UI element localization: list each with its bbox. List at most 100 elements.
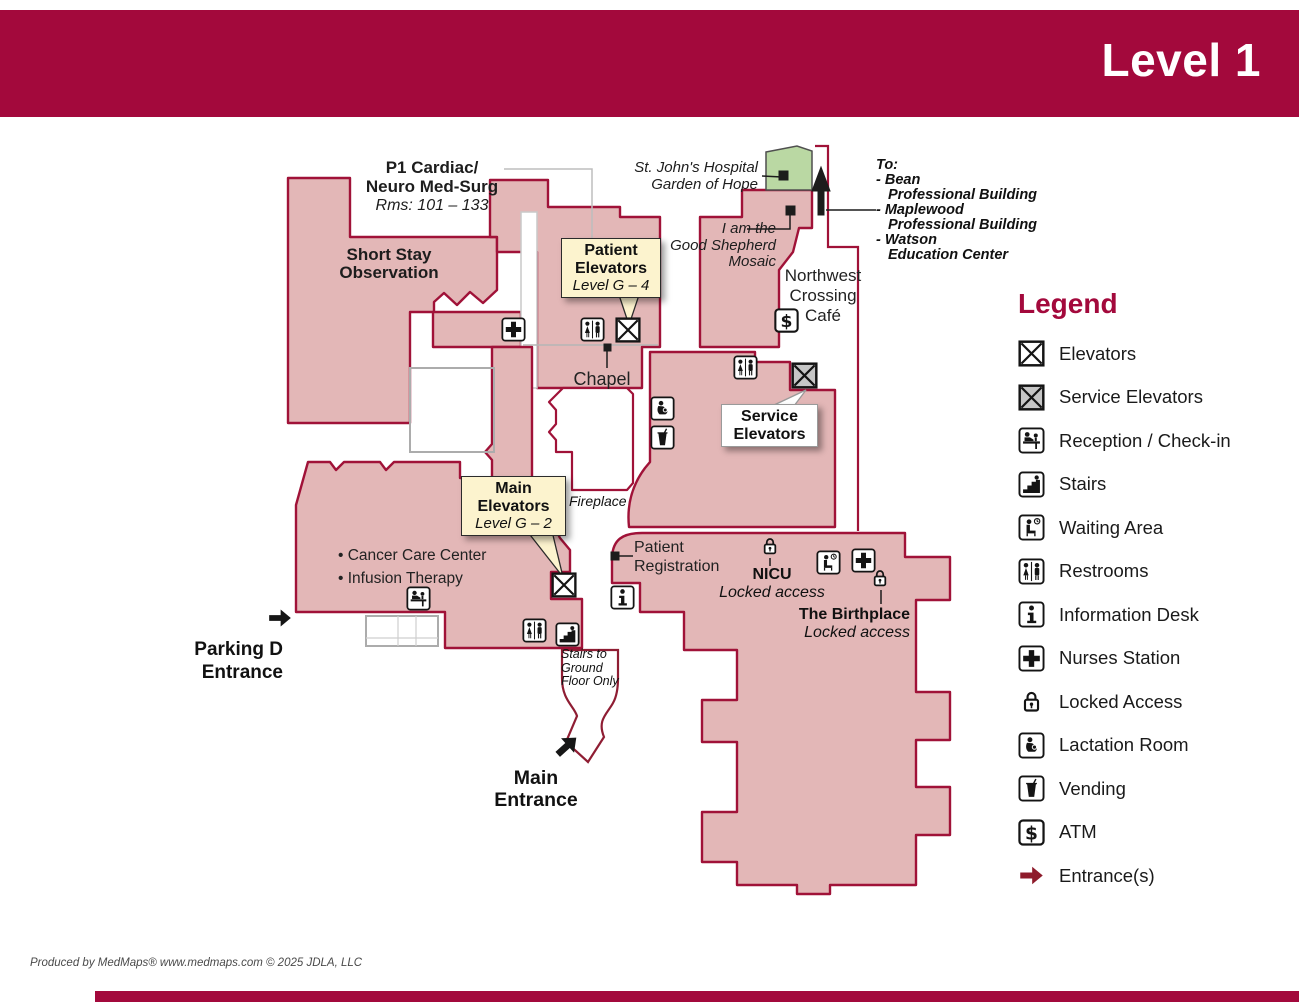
to-destination-name: - Watson — [876, 232, 937, 248]
service-elevators-callout: Service Elevators — [721, 404, 818, 447]
stairs-icon — [1018, 471, 1045, 498]
nicu-label: NICU Locked access — [719, 566, 825, 601]
fireplace-label: Fireplace — [569, 493, 627, 509]
legend-item-label: Elevators — [1059, 342, 1137, 364]
parking-d-entrance-label: Parking D Entrance — [194, 639, 283, 683]
legend-item-label: Lactation Room — [1059, 734, 1189, 756]
elevator-icon — [551, 572, 577, 598]
patient-registration-label: Patient Registration — [634, 539, 720, 575]
vending-icon — [1018, 775, 1045, 802]
p1-leader-line — [504, 168, 593, 243]
to-destination-detail: Professional Building — [888, 187, 1038, 203]
restrooms-icon — [579, 316, 605, 342]
unit-label-p1-cardiac: P1 Cardiac/ Neuro Med-Surg Rms: 101 – 13… — [322, 158, 542, 215]
to-destination-name: - Maplewood — [876, 202, 964, 218]
main-entrance-label: Main Entrance — [494, 767, 578, 811]
legend-item: Service Elevators — [1018, 376, 1288, 420]
boundary-wall — [815, 144, 860, 531]
vending-icon — [649, 424, 675, 450]
patient-elevators-callout: Patient Elevators Level G – 4 — [561, 238, 661, 298]
legend-item: Restrooms — [1018, 550, 1288, 594]
legend-item: Stairs — [1018, 463, 1288, 507]
reception-icon — [1018, 427, 1045, 454]
legend-item: Waiting Area — [1018, 506, 1288, 550]
legend-item: $ ATM — [1018, 811, 1288, 855]
nurses-icon — [1018, 645, 1045, 672]
bottom-accent-bar — [95, 991, 1299, 1002]
producer-credit: Produced by MedMaps® www.medmaps.com © 2… — [30, 957, 363, 969]
legend-item: Reception / Check-in — [1018, 419, 1288, 463]
chapel-room — [547, 386, 635, 492]
restrooms-icon — [521, 617, 547, 643]
lock-icon — [759, 535, 781, 557]
legend-item-label: Service Elevators — [1059, 386, 1203, 408]
legend-item: Entrance(s) — [1018, 854, 1288, 898]
wing-birthplace — [610, 531, 952, 896]
legend-item-label: Stairs — [1059, 473, 1107, 495]
legend-item-label: Nurses Station — [1059, 647, 1181, 669]
legend-item-label: Locked Access — [1059, 690, 1183, 712]
restrooms-icon — [1018, 558, 1045, 585]
atm-icon: $ — [773, 307, 799, 333]
main-entrance-funnel — [560, 648, 620, 764]
cancer-care-label: • Cancer Care Center • Infusion Therapy — [338, 547, 487, 587]
garden-label: St. John's Hospital Garden of Hope — [634, 159, 758, 193]
main-entrance-arrow-icon — [542, 721, 592, 770]
atm-icon: $ — [1018, 819, 1045, 846]
legend-item-label: Reception / Check-in — [1059, 429, 1231, 451]
legend-item: Vending — [1018, 767, 1288, 811]
legend-item-label: Waiting Area — [1059, 516, 1164, 538]
birthplace-label: The Birthplace Locked access — [798, 606, 910, 641]
legend-item: Lactation Room — [1018, 724, 1288, 768]
to-heading: To: — [876, 157, 899, 173]
reception-icon — [405, 585, 431, 611]
elevator-icon — [1018, 340, 1045, 367]
title-banner: Level 1 — [0, 10, 1299, 117]
legend-item: Elevators — [1018, 332, 1288, 376]
unit-label-short-stay: Short Stay Observation — [339, 245, 439, 282]
elevator-icon — [615, 317, 641, 343]
waiting-icon — [1018, 514, 1045, 541]
legend-item: Information Desk — [1018, 593, 1288, 637]
lock-icon — [869, 567, 891, 589]
legend-item: Locked Access — [1018, 680, 1288, 724]
entrance-icon — [1018, 862, 1045, 889]
courtyard-outline — [409, 367, 495, 453]
restrooms-icon — [732, 354, 758, 380]
svg-text:$: $ — [1025, 823, 1038, 844]
chapel-label: Chapel — [573, 369, 631, 389]
to-destination-name: - Bean — [876, 172, 921, 188]
parking-entrance-arrow-icon — [262, 605, 298, 631]
lactation-icon — [1018, 732, 1045, 759]
mosaic-marker — [785, 205, 796, 216]
stairwell-outline — [365, 615, 439, 647]
svg-text:$: $ — [780, 311, 792, 331]
stairs-to-ground-note: Stairs to Ground Floor Only — [561, 647, 619, 688]
chapel-marker — [603, 343, 612, 352]
legend-item-label: ATM — [1059, 821, 1097, 843]
info-icon — [1018, 601, 1045, 628]
info-icon — [609, 584, 635, 610]
legend-title: Legend — [1018, 288, 1118, 319]
service-elevator-icon — [1018, 384, 1045, 411]
mosaic-label: I am the Good Shepherd Mosaic — [670, 220, 776, 270]
garden-area — [765, 145, 813, 191]
nurses-icon — [850, 547, 876, 573]
lock-icon — [1018, 688, 1045, 715]
legend-item-label: Restrooms — [1059, 560, 1149, 582]
to-destination-detail: Professional Building — [888, 217, 1038, 233]
room-range: Rms: 101 – 133 — [375, 197, 489, 214]
stairs-icon — [554, 621, 580, 647]
legend-item-label: Vending — [1059, 777, 1126, 799]
garden-marker — [778, 170, 789, 181]
service-elevator-icon — [790, 361, 818, 389]
page-title: Level 1 — [1101, 34, 1261, 86]
lactation-icon — [649, 395, 675, 421]
waiting-icon — [815, 549, 841, 575]
nurses-icon — [500, 316, 526, 342]
patient-reg-marker — [610, 551, 620, 561]
main-elevators-callout: Main Elevators Level G – 2 — [461, 476, 566, 536]
